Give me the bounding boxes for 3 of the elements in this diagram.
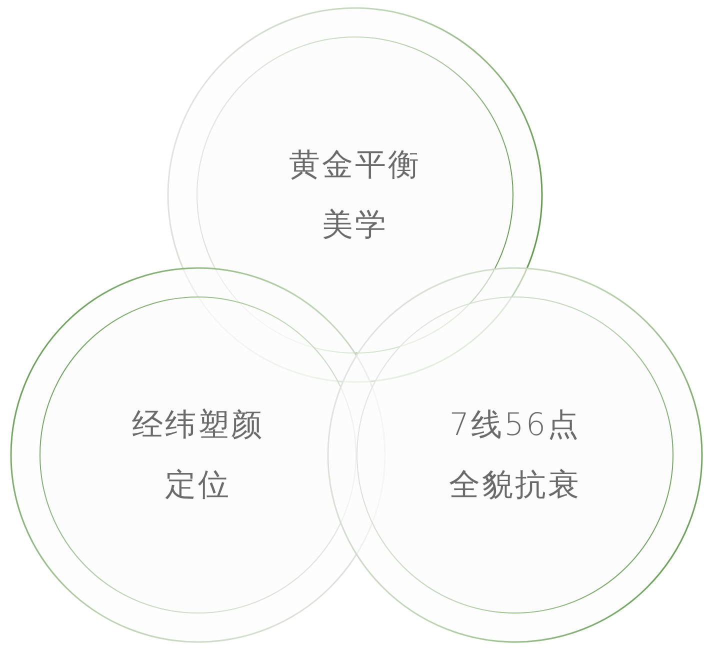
circle-label: 经纬塑颜定位 (131, 406, 265, 505)
circle-label: 7线56点全貌抗衰 (448, 406, 582, 505)
circle-label: 黄金平衡美学 (288, 146, 422, 245)
